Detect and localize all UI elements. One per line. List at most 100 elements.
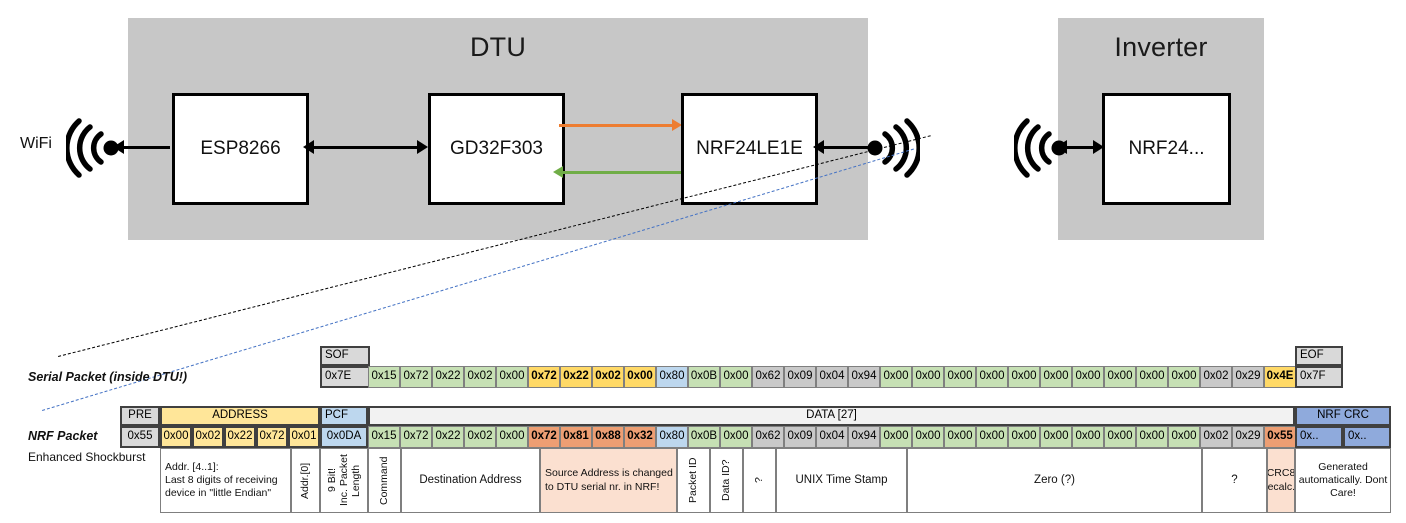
nrf-byte-16: 0x00: [880, 426, 912, 448]
nrf-antenna-arrow-left: [813, 140, 824, 154]
esp-gd32-arrow-left: [303, 140, 314, 154]
nrf-byte-13: 0x09: [784, 426, 816, 448]
desc-destination-address: Destination Address: [401, 448, 540, 513]
nrf-byte-23: 0x00: [1104, 426, 1136, 448]
serial-byte-14: 0x04: [816, 366, 848, 388]
nrf-address-byte-1: 0x02: [192, 426, 224, 448]
serial-eof-header: EOF: [1295, 346, 1343, 366]
nrf-address-byte-4: 0x01: [288, 426, 320, 448]
serial-byte-6: 0x22: [560, 366, 592, 388]
nrf-byte-27: 0x29: [1232, 426, 1264, 448]
nrf-byte-10: 0x0B: [688, 426, 720, 448]
serial-byte-5: 0x72: [528, 366, 560, 388]
nrf-byte-17: 0x00: [912, 426, 944, 448]
serial-byte-2: 0x22: [432, 366, 464, 388]
nrf-byte-9: 0x80: [656, 426, 688, 448]
serial-eof-value: 0x7F: [1295, 366, 1343, 388]
serial-byte-17: 0x00: [912, 366, 944, 388]
serial-byte-0: 0x15: [368, 366, 400, 388]
nrf-crc-byte-0: 0x..: [1295, 426, 1343, 448]
nrf-byte-3: 0x02: [464, 426, 496, 448]
desc-command: Command: [368, 448, 401, 513]
serial-byte-22: 0x00: [1072, 366, 1104, 388]
desc-packet-length: 9 Bit! Inc. Packet Length: [320, 448, 368, 513]
nrf-address-byte-2: 0x22: [224, 426, 256, 448]
inverter-arrow-right: [1093, 140, 1104, 154]
nrf-to-gd32-green-line: [559, 171, 681, 174]
serial-byte-26: 0x02: [1200, 366, 1232, 388]
serial-byte-11: 0x00: [720, 366, 752, 388]
serial-byte-8: 0x00: [624, 366, 656, 388]
serial-byte-24: 0x00: [1136, 366, 1168, 388]
nrf-byte-7: 0x88: [592, 426, 624, 448]
nrf-address-byte-0: 0x00: [160, 426, 192, 448]
chip-nrf24le1e-label: NRF24LE1E: [696, 138, 803, 159]
serial-byte-19: 0x00: [976, 366, 1008, 388]
wifi-to-dtu-line: [118, 146, 170, 149]
nrf-byte-8: 0x32: [624, 426, 656, 448]
nrf-pre-header: PRE: [120, 406, 160, 426]
nrf-address-byte-3: 0x72: [256, 426, 288, 448]
serial-byte-1: 0x72: [400, 366, 432, 388]
serial-byte-4: 0x00: [496, 366, 528, 388]
system-block-diagram: DTU Inverter WiFi ESP8266 GD32F303 NRF24…: [20, 18, 1264, 411]
serial-byte-10: 0x0B: [688, 366, 720, 388]
nrf-byte-0: 0x15: [368, 426, 400, 448]
nrf-byte-24: 0x00: [1136, 426, 1168, 448]
chip-nrf24le1e: NRF24LE1E: [681, 93, 818, 205]
gd32-to-nrf-orange-line: [559, 124, 676, 127]
serial-byte-27: 0x29: [1232, 366, 1264, 388]
desc-tilde: ?: [743, 448, 776, 513]
nrf-byte-5: 0x72: [528, 426, 560, 448]
nrf-byte-19: 0x00: [976, 426, 1008, 448]
nrf-byte-25: 0x00: [1168, 426, 1200, 448]
chip-esp8266: ESP8266: [172, 93, 309, 205]
nrf-byte-12: 0x62: [752, 426, 784, 448]
nrf-crc-header: NRF CRC: [1295, 406, 1391, 426]
serial-byte-23: 0x00: [1104, 366, 1136, 388]
nrf-byte-15: 0x94: [848, 426, 880, 448]
nrf-byte-6: 0x81: [560, 426, 592, 448]
gd32-to-nrf-orange-arrow: [672, 119, 682, 131]
desc-addr0: Addr.[0]: [291, 448, 320, 513]
chip-esp8266-label: ESP8266: [200, 138, 281, 159]
desc-source-address: Source Address is changed to DTU serial …: [540, 448, 677, 513]
nrf-pcf-value: 0x0DA: [320, 426, 368, 448]
packet-tables: Serial Packet (inside DTU!) NRF Packet E…: [0, 340, 1406, 523]
nrf-byte-4: 0x00: [496, 426, 528, 448]
desc-question: ?: [1202, 448, 1267, 513]
nrf-byte-28: 0x55: [1264, 426, 1296, 448]
desc-unix-time-stamp: UNIX Time Stamp: [776, 448, 907, 513]
esp-gd32-arrow-right: [417, 140, 428, 154]
nrf-packet-row-label: NRF Packet: [28, 429, 98, 443]
inverter-antenna-line: [1062, 146, 1100, 149]
chip-nrf24: NRF24...: [1102, 93, 1231, 205]
nrf-byte-20: 0x00: [1008, 426, 1040, 448]
enhanced-shockburst-label: Enhanced Shockburst: [28, 450, 146, 464]
dtu-title: DTU: [469, 32, 527, 62]
dtu-radio-antenna-icon: [867, 118, 920, 178]
serial-byte-7: 0x02: [592, 366, 624, 388]
serial-packet-row-label: Serial Packet (inside DTU!): [28, 370, 188, 384]
chip-gd32f303-label: GD32F303: [450, 138, 543, 159]
nrf-data-header: DATA [27]: [368, 406, 1295, 426]
desc-data-id: Data ID?: [710, 448, 743, 513]
desc-address: Addr. [4..1]: Last 8 digits of receiving…: [160, 448, 291, 513]
wifi-label: WiFi: [20, 135, 52, 152]
chip-gd32f303: GD32F303: [428, 93, 565, 205]
serial-sof-value: 0x7E: [320, 366, 370, 388]
nrf-byte-11: 0x00: [720, 426, 752, 448]
nrf-to-gd32-green-arrow: [553, 166, 563, 178]
serial-byte-16: 0x00: [880, 366, 912, 388]
nrf-byte-18: 0x00: [944, 426, 976, 448]
serial-byte-3: 0x02: [464, 366, 496, 388]
inverter-arrow-left: [1056, 140, 1067, 154]
nrf-byte-22: 0x00: [1072, 426, 1104, 448]
serial-byte-15: 0x94: [848, 366, 880, 388]
inverter-title: Inverter: [1114, 32, 1208, 62]
esp-to-gd32-line: [312, 146, 422, 149]
nrf-pre-value: 0x55: [120, 426, 160, 448]
serial-byte-13: 0x09: [784, 366, 816, 388]
nrf-crc-byte-1: 0x..: [1343, 426, 1391, 448]
serial-byte-21: 0x00: [1040, 366, 1072, 388]
